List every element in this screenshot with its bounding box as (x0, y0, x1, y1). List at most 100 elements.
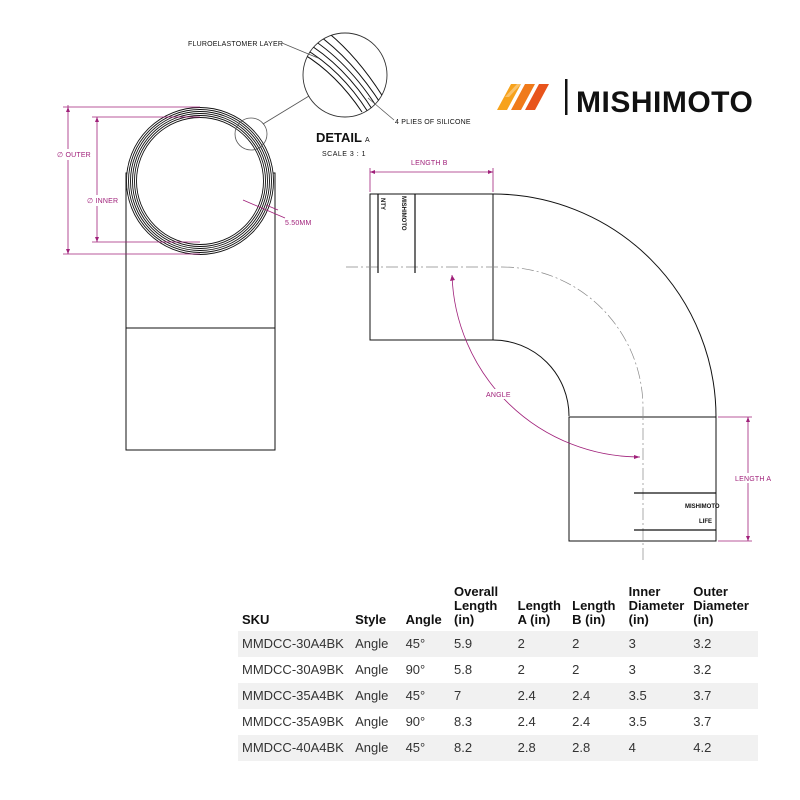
table-cell: 45° (401, 683, 451, 709)
column-header: SKU (238, 585, 351, 631)
column-header-line: Length (517, 598, 561, 613)
table-cell: 5.9 (450, 631, 514, 657)
table-cell: 8.3 (454, 714, 473, 729)
table-cell: 3.2 (689, 631, 758, 657)
elbow-view: NTY MISHIMOTO MISHIMOTO LIFE LENGTH B LE… (346, 160, 773, 562)
table-cell: 2.4 (513, 683, 569, 709)
table-cell: 2 (572, 662, 580, 677)
table-cell: 90° (405, 662, 426, 677)
column-header-line: (in) (454, 612, 475, 627)
table-cell: MMDCC-35A9BK (242, 714, 344, 729)
table-cell: 3.5 (624, 683, 690, 709)
table-cell: 45° (401, 631, 451, 657)
table-cell: 3 (628, 662, 636, 677)
table-cell: 2 (568, 631, 625, 657)
hose-lower-body (125, 327, 276, 451)
angle-label: ANGLE (486, 392, 511, 399)
length-a-label: LENGTH A (735, 476, 771, 483)
wall-thickness-label: 5.50MM (285, 220, 312, 227)
column-header-line: Angle (405, 612, 442, 627)
detail-sub: A (365, 137, 370, 144)
table-cell: Angle (355, 662, 389, 677)
table-cell: Angle (355, 714, 389, 729)
detail-a: FLUROELASTOMER LAYER 4 PLIES OF SILICONE… (188, 32, 471, 158)
table-cell: MMDCC-35A4BK (238, 683, 352, 709)
mishimoto-m-icon (497, 84, 549, 110)
end-view: ∅ OUTER ∅ INNER 5.50MM (56, 95, 312, 451)
table-cell: 2 (513, 631, 569, 657)
table-cell: 5.8 (454, 662, 473, 677)
table-cell: MMDCC-40A4BK (238, 735, 352, 761)
table-cell: Angle (351, 735, 402, 761)
table-cell: MMDCC-30A9BK (242, 662, 344, 677)
table-cell: Angle (351, 631, 402, 657)
length-b-label: LENGTH B (411, 160, 448, 167)
print-text-bottom-1: MISHIMOTO (685, 504, 720, 510)
column-header-line: SKU (242, 612, 270, 627)
brand-name: MISHIMOTO (576, 86, 753, 119)
table-cell: 4.2 (689, 735, 758, 761)
table-cell: 3.7 (689, 683, 758, 709)
table-cell: 3.2 (693, 662, 712, 677)
detail-scale: SCALE 3 : 1 (322, 151, 366, 158)
column-header-line: Length (572, 598, 616, 613)
column-header: Angle (402, 585, 450, 631)
column-header: Style (351, 585, 401, 631)
inner-diameter-label: ∅ INNER (87, 198, 118, 205)
table-cell: 3.5 (628, 714, 647, 729)
column-header-line: Length (454, 598, 498, 613)
plies-label: 4 PLIES OF SILICONE (395, 119, 471, 126)
detail-title: DETAIL (316, 130, 362, 145)
table-cell: 90° (405, 714, 426, 729)
column-header-line: Inner (628, 584, 661, 599)
detail-circle (302, 32, 388, 118)
column-header-line: Style (355, 612, 387, 627)
elbow-inner-curve (492, 339, 570, 417)
table-cell: MMDCC-30A4BK (238, 631, 352, 657)
table-cell: Angle (351, 683, 402, 709)
table-cell: 3.7 (693, 714, 712, 729)
column-header-line: A (in) (517, 612, 551, 627)
table-cell: 2.8 (568, 735, 625, 761)
table-cell: 45° (401, 735, 451, 761)
brand-logo: MISHIMOTO (497, 79, 753, 119)
table-row: MMDCC-30A9BK Angle 90° 5.8 2 2 3 3.2 (238, 657, 758, 683)
fluoroelastomer-label: FLUROELASTOMER LAYER (188, 41, 283, 48)
table-row: MMDCC-35A9BK Angle 90° 8.3 2.4 2.4 3.5 3.7 (238, 709, 758, 735)
technical-drawing: ∅ OUTER ∅ INNER 5.50MM FLUROELASTOMER LA… (56, 32, 773, 562)
column-header-line: Outer (693, 584, 728, 599)
table-cell: 2 (517, 662, 525, 677)
logo-divider (565, 79, 568, 115)
column-header-line: (in) (628, 612, 649, 627)
column-header-line: B (in) (572, 612, 606, 627)
table-cell: 2.4 (517, 714, 536, 729)
table-cell: 2.8 (513, 735, 569, 761)
table-cell: 7 (450, 683, 514, 709)
angle-arc (451, 274, 641, 458)
table-cell: 4 (624, 735, 690, 761)
hose-cross-section (126, 107, 274, 255)
table-cell: 2.4 (572, 714, 591, 729)
print-text-bottom-2: LIFE (699, 519, 712, 525)
column-header-line: Diameter (628, 598, 685, 613)
print-text-top-1: NTY (379, 198, 385, 210)
elbow-outer-curve (492, 193, 717, 418)
table-cell: 8.2 (450, 735, 514, 761)
column-header-line: Overall (454, 584, 499, 599)
column-header-line: (in) (693, 612, 714, 627)
table-cell: 2.4 (568, 683, 625, 709)
table-cell: 3 (624, 631, 690, 657)
outer-diameter-label: ∅ OUTER (57, 152, 91, 159)
